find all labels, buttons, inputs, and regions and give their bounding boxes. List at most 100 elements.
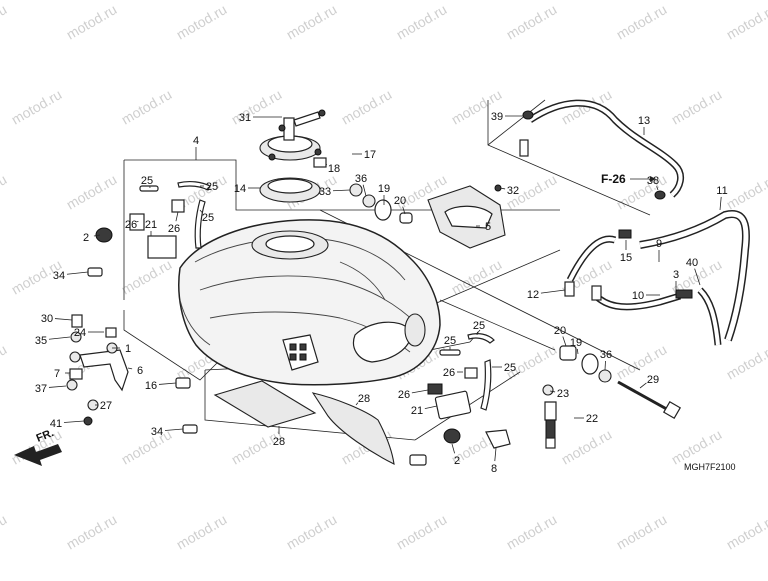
callout-4: 4 <box>193 135 199 147</box>
callout-19: 19 <box>570 337 582 349</box>
callout-25: 25 <box>141 175 153 187</box>
callout-20: 20 <box>554 325 566 337</box>
callout-39: 39 <box>491 111 503 123</box>
callout-36: 36 <box>355 173 367 185</box>
diagram-code: MGH7F2100 <box>684 462 736 472</box>
leader-line <box>412 390 428 393</box>
watermark-text: motod.ru <box>64 511 120 552</box>
callout-26: 26 <box>125 219 137 231</box>
watermark-text: motod.ru <box>64 171 120 212</box>
leader-line <box>640 383 646 388</box>
callout-27: 27 <box>100 400 112 412</box>
watermark-text: motod.ru <box>9 86 65 127</box>
watermark-text: motod.ru <box>174 511 230 552</box>
watermark-text: motod.ru <box>614 341 670 382</box>
leader-line <box>720 197 721 210</box>
leader-line <box>495 448 496 461</box>
reference-label: F-26 <box>601 172 626 186</box>
leader-line <box>64 421 84 423</box>
fuel-cap-assembly <box>260 110 326 167</box>
watermark-text: motod.ru <box>119 426 175 467</box>
callout-1: 1 <box>125 343 131 355</box>
callout-9: 9 <box>656 238 662 250</box>
callout-21: 21 <box>411 405 423 417</box>
leader-line <box>159 383 176 384</box>
callout-34: 34 <box>53 270 65 282</box>
callout-16: 16 <box>145 380 157 392</box>
callout-2: 2 <box>454 455 460 467</box>
callout-33: 33 <box>319 186 331 198</box>
watermark-text: motod.ru <box>449 256 505 297</box>
callout-15: 15 <box>620 252 632 264</box>
watermark-text: motod.ru <box>614 1 670 42</box>
watermark-text: motod.ru <box>614 511 670 552</box>
watermark-text: motod.ru <box>504 511 560 552</box>
callout-17: 17 <box>364 149 376 161</box>
leader-line <box>563 337 566 346</box>
callout-5: 5 <box>485 221 491 233</box>
watermark-text: motod.ru <box>394 1 450 42</box>
watermark-text: motod.ru <box>64 1 120 42</box>
leader-line <box>176 212 178 221</box>
callout-25: 25 <box>206 181 218 193</box>
cap-gasket <box>260 178 320 202</box>
watermark-text: motod.ru <box>0 171 9 212</box>
callout-7: 7 <box>54 368 60 380</box>
watermark-text: motod.ru <box>0 1 9 42</box>
callout-11: 11 <box>716 185 727 197</box>
leader-line <box>128 368 132 369</box>
leader-line <box>425 406 437 409</box>
leader-line <box>333 190 350 191</box>
watermark-text: motod.ru <box>394 511 450 552</box>
leader-line <box>49 386 66 387</box>
callout-30: 30 <box>41 313 53 325</box>
callout-38: 38 <box>647 175 659 187</box>
leader-line <box>55 319 72 320</box>
callout-37: 37 <box>35 383 47 395</box>
left-side-parts <box>67 228 197 433</box>
watermark-text: motod.ru <box>724 171 768 212</box>
callout-2: 2 <box>83 232 89 244</box>
callout-26: 26 <box>168 223 180 235</box>
leader-line <box>363 185 366 196</box>
watermark-text: motod.ru <box>229 86 285 127</box>
watermark-text: motod.ru <box>174 1 230 42</box>
callout-28: 28 <box>273 436 285 448</box>
callout-19: 19 <box>378 183 390 195</box>
callout-13: 13 <box>638 115 650 127</box>
callout-35: 35 <box>35 335 47 347</box>
fuel-pump-bracket <box>428 185 505 248</box>
leader-line <box>67 272 88 274</box>
callout-21: 21 <box>145 219 157 231</box>
watermark-text: motod.ru <box>669 86 725 127</box>
callout-25: 25 <box>504 362 516 374</box>
fuel-hoses <box>520 103 746 345</box>
callout-20: 20 <box>394 195 406 207</box>
callout-6: 6 <box>137 365 143 377</box>
callout-12: 12 <box>527 289 539 301</box>
callout-26: 26 <box>398 389 410 401</box>
watermark-text: motod.ru <box>0 341 9 382</box>
callout-24: 24 <box>74 327 86 339</box>
watermark-text: motod.ru <box>119 86 175 127</box>
leader-line <box>49 337 70 339</box>
callout-10: 10 <box>632 290 644 302</box>
fuel-tank <box>179 220 440 385</box>
watermark-text: motod.ru <box>0 511 9 552</box>
callout-28: 28 <box>358 393 370 405</box>
callout-22: 22 <box>586 413 598 425</box>
callout-23: 23 <box>557 388 569 400</box>
callout-25: 25 <box>473 320 485 332</box>
watermark-text: motod.ru <box>724 511 768 552</box>
callout-25: 25 <box>444 335 456 347</box>
leader-line <box>605 361 606 370</box>
callout-32: 32 <box>507 185 519 197</box>
callout-25: 25 <box>202 212 214 224</box>
callout-41: 41 <box>50 418 62 430</box>
watermark-text: motod.ru <box>119 256 175 297</box>
callout-34: 34 <box>151 426 163 438</box>
leader-line <box>577 349 578 354</box>
callout-40: 40 <box>686 257 698 269</box>
callout-14: 14 <box>234 183 246 195</box>
